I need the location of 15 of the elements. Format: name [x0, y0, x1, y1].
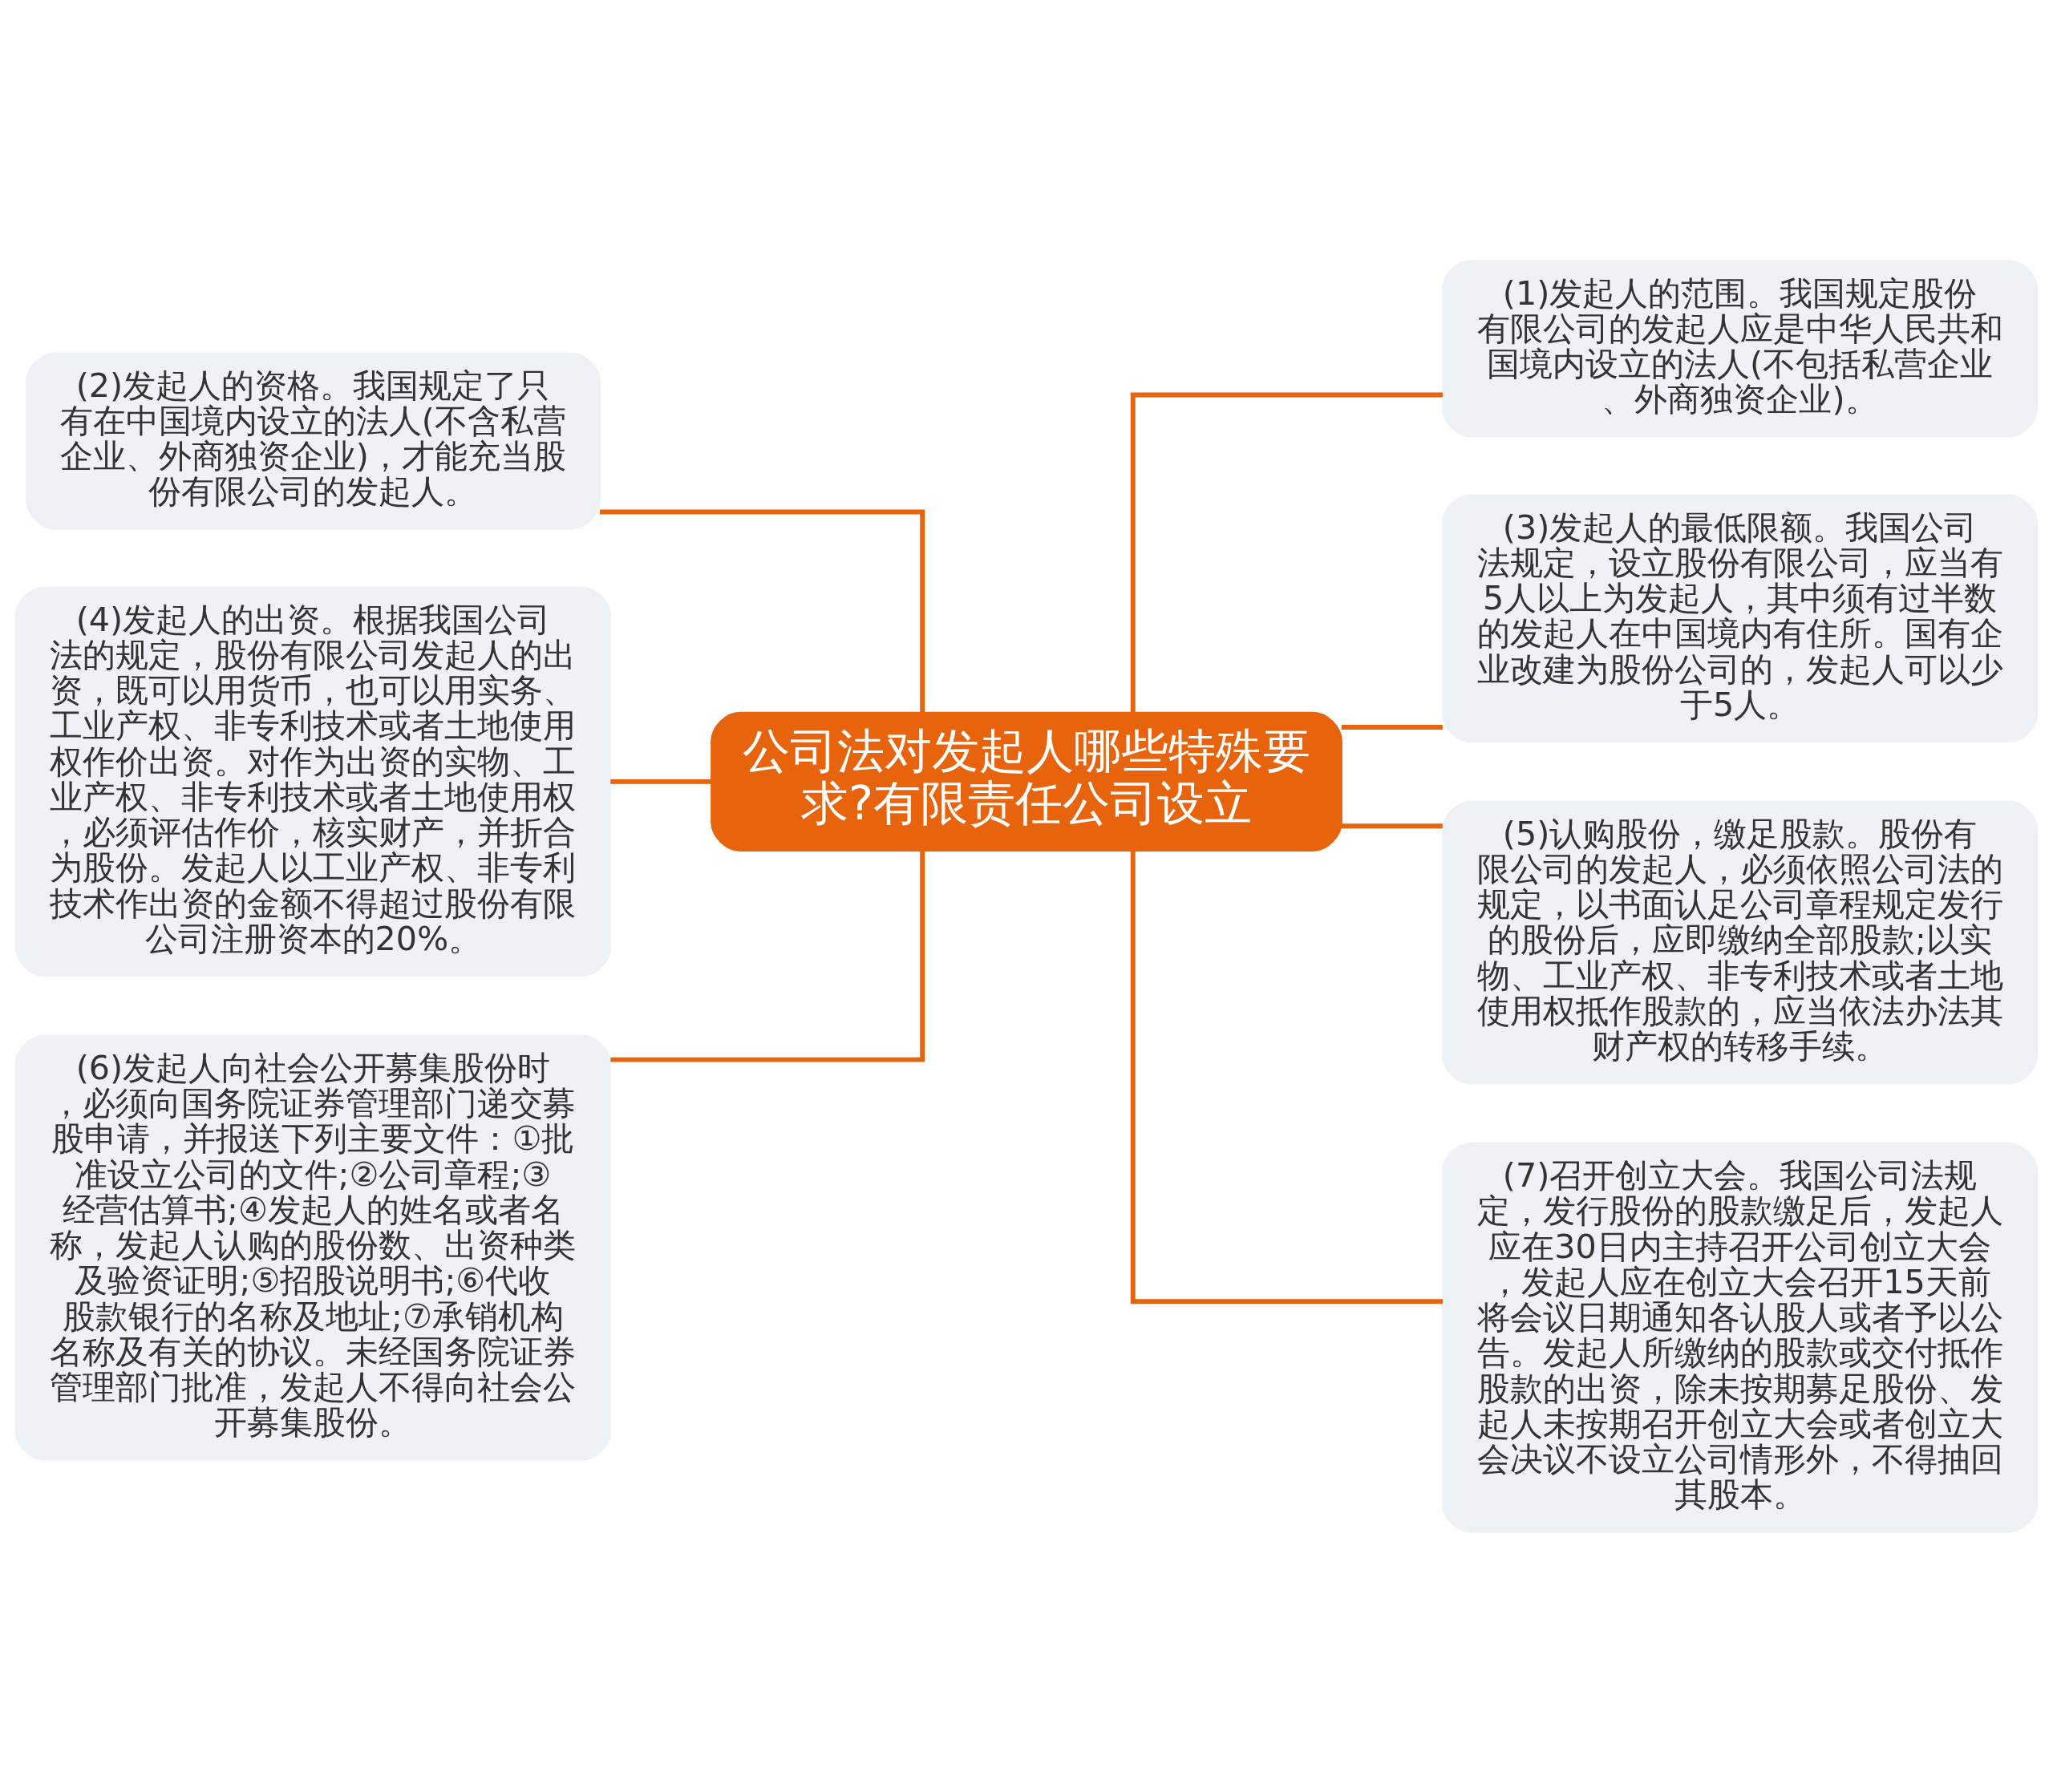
- connector: [1130, 850, 1443, 1304]
- connector: [1341, 823, 1443, 828]
- node-box: (3)发起人的最低限额。我国公司法规定，设立股份有限公司，应当有5人以上为发起人，其中须有过半数的发起人在中国境内有住所。国有企业改建为股份公司的，发起人可以少于5人。: [1441, 493, 2039, 742]
- node-box: (2)发起人的资格。我国规定了只有在中国境内设立的法人(不含私营企业、外商独资企业)，才能充当股份有限公司的发起人。: [25, 351, 601, 530]
- connector: [1341, 724, 1443, 730]
- node-box: (1)发起人的范围。我国规定股份有限公司的发起人应是中华人民共和国境内设立的法人(不包括私营企业、外商独资企业)。: [1441, 259, 2039, 438]
- node-box: (4)发起人的出资。根据我国公司法的规定，股份有限公司发起人的出资，既可以用货币，也可以用实务、工业产权、非专利技术或者土地使用权作价出资。对作为出资的实物、工业产权、非专利技术或者土地使用权，必须评估作价，核实财产，并折合为股份。发起人以工业产权、非专利技术作出资的金额不得超过股份有限公司注册资本的20%。: [14, 586, 612, 977]
- connector: [600, 509, 925, 713]
- node-box: (6)发起人向社会公开募集股份时，必须向国务院证券管理部门递交募股申请，并报送下列主要文件：①批准设立公司的文件;②公司章程;③经营估算书;④发起人的姓名或者名称，发起人认购的股份数、出资种类及验资证明;⑤招股说明书;⑥代收股款银行的名称及地址;⑦承销机构名称及有关的协议。未经国务院证券管理部门批准，发起人不得向社会公开募集股份。: [14, 1034, 612, 1461]
- node-box: (7)召开创立大会。我国公司法规定，发行股份的股款缴足后，发起人应在30日内主持召开公司创立大会，发起人应在创立大会召开15天前将会议日期通知各认股人或者予以公告。发起人所缴纳的股款或交付抵作股款的出资，除未按期募足股份、发起人未按期召开创立大会或者创立大会决议不设立公司情形外，不得抽回其股本。: [1441, 1142, 2039, 1533]
- connector: [610, 779, 711, 784]
- node-box: 公司法对发起人哪些特殊要求?有限责任公司设立: [711, 711, 1342, 852]
- connector: [1130, 392, 1443, 713]
- node-box: (5)认购股份，缴足股款。股份有限公司的发起人，必须依照公司法的规定，以书面认足公司章程规定发行的股份后，应即缴纳全部股款;以实物、工业产权、非专利技术或者土地使用权抵作股款的，应当依法办法其财产权的转移手续。: [1441, 800, 2039, 1085]
- connector: [610, 850, 925, 1062]
